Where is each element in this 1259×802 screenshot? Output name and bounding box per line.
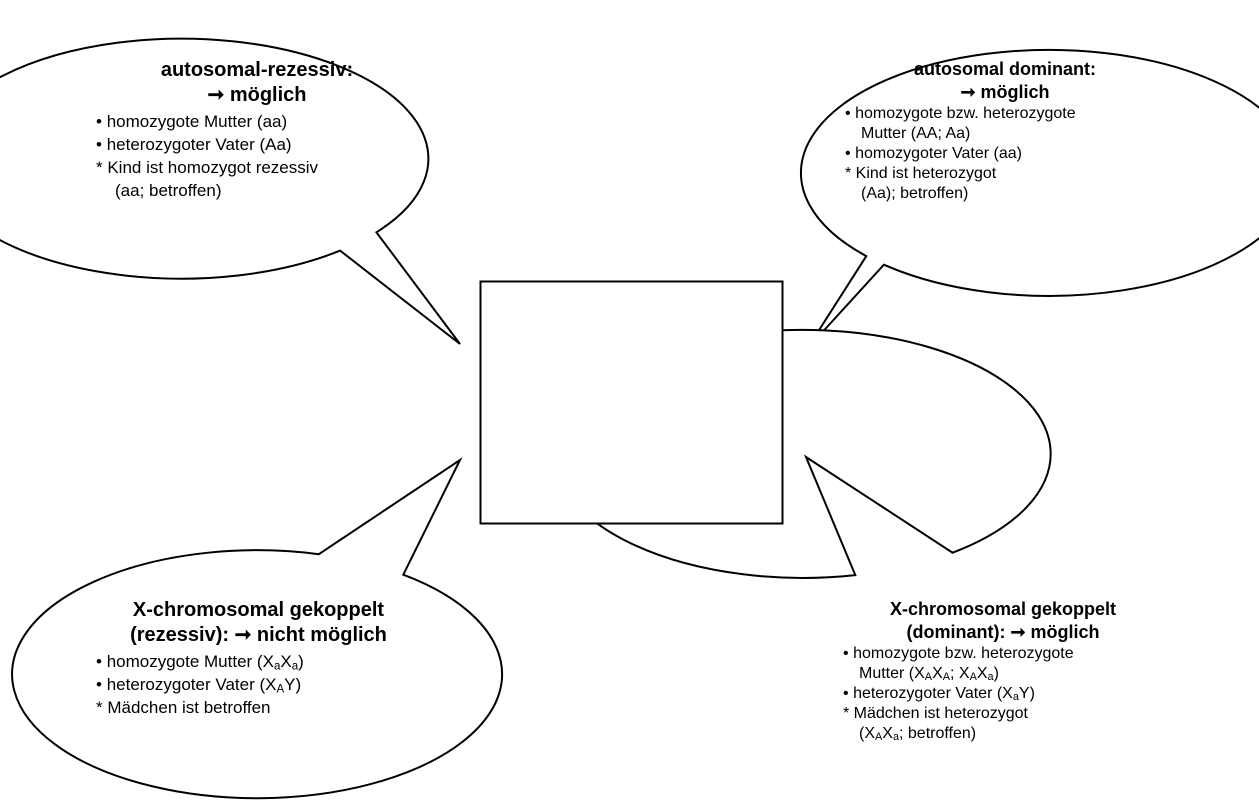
bullet-item: • homozygoter Vater (aa) <box>845 145 1022 162</box>
bullet-continuation: Mutter (XAXA; XAXa) <box>859 665 999 684</box>
bullet-item: • homozygote Mutter (XaXa) <box>96 652 304 673</box>
top-right-bubble-content: autosomal dominant: ➞ möglich • homozygo… <box>845 58 1165 204</box>
note: * Kind ist homozygot rezessiv <box>96 158 319 177</box>
center-box <box>479 280 784 525</box>
bullet-icon: • <box>843 685 849 702</box>
top-right-title: autosomal dominant: ➞ möglich <box>913 59 1096 102</box>
bottom-left-title: X-chromosomal gekoppelt (rezessiv): ➞ ni… <box>130 599 387 646</box>
bullet-item: • homozygote bzw. heterozygote <box>845 105 1076 122</box>
note-continuation: (Aa); betroffen) <box>861 185 969 202</box>
bullet-icon: • <box>845 105 851 122</box>
bullet-item: • heterozygoter Vater (XAY) <box>96 675 302 696</box>
bottom-left-bubble-content: X-chromosomal gekoppelt (rezessiv): ➞ ni… <box>96 598 436 719</box>
top-left-title: autosomal-rezessiv: ➞ möglich <box>160 59 354 106</box>
bullet-continuation: Mutter (AA; Aa) <box>861 125 971 142</box>
bullet-icon: • <box>845 145 851 162</box>
bullet-icon: • <box>96 652 102 671</box>
bullet-item: • heterozygoter Vater (XaY) <box>843 685 1035 704</box>
top-left-bubble-content: autosomal-rezessiv: ➞ möglich • homozygo… <box>96 58 426 202</box>
bottom-right-bubble-content: X-chromosomal gekoppelt (dominant): ➞ mö… <box>843 598 1173 744</box>
bullet-item: • homozygote Mutter (aa) <box>96 112 288 131</box>
note-continuation: (XAXa; betroffen) <box>859 725 977 744</box>
bullet-icon: • <box>843 645 849 662</box>
bullet-icon: • <box>96 112 102 131</box>
bullet-item: • heterozygoter Vater (Aa) <box>96 135 292 154</box>
speech-bubble-bottom-left <box>11 457 504 800</box>
bullet-icon: • <box>96 675 102 694</box>
note: * Kind ist heterozygot <box>845 165 997 182</box>
speech-bubble-top-left <box>0 37 461 345</box>
note: * Mädchen ist heterozygot <box>843 705 1028 722</box>
bullet-icon: • <box>96 135 102 154</box>
speech-bubble-top-right <box>799 48 1259 350</box>
note: * Mädchen ist betroffen <box>96 698 271 717</box>
bullet-item: • homozygote bzw. heterozygote <box>843 645 1074 662</box>
note-continuation: (aa; betroffen) <box>115 181 222 200</box>
bottom-right-title: X-chromosomal gekoppelt (dominant): ➞ mö… <box>889 599 1117 642</box>
